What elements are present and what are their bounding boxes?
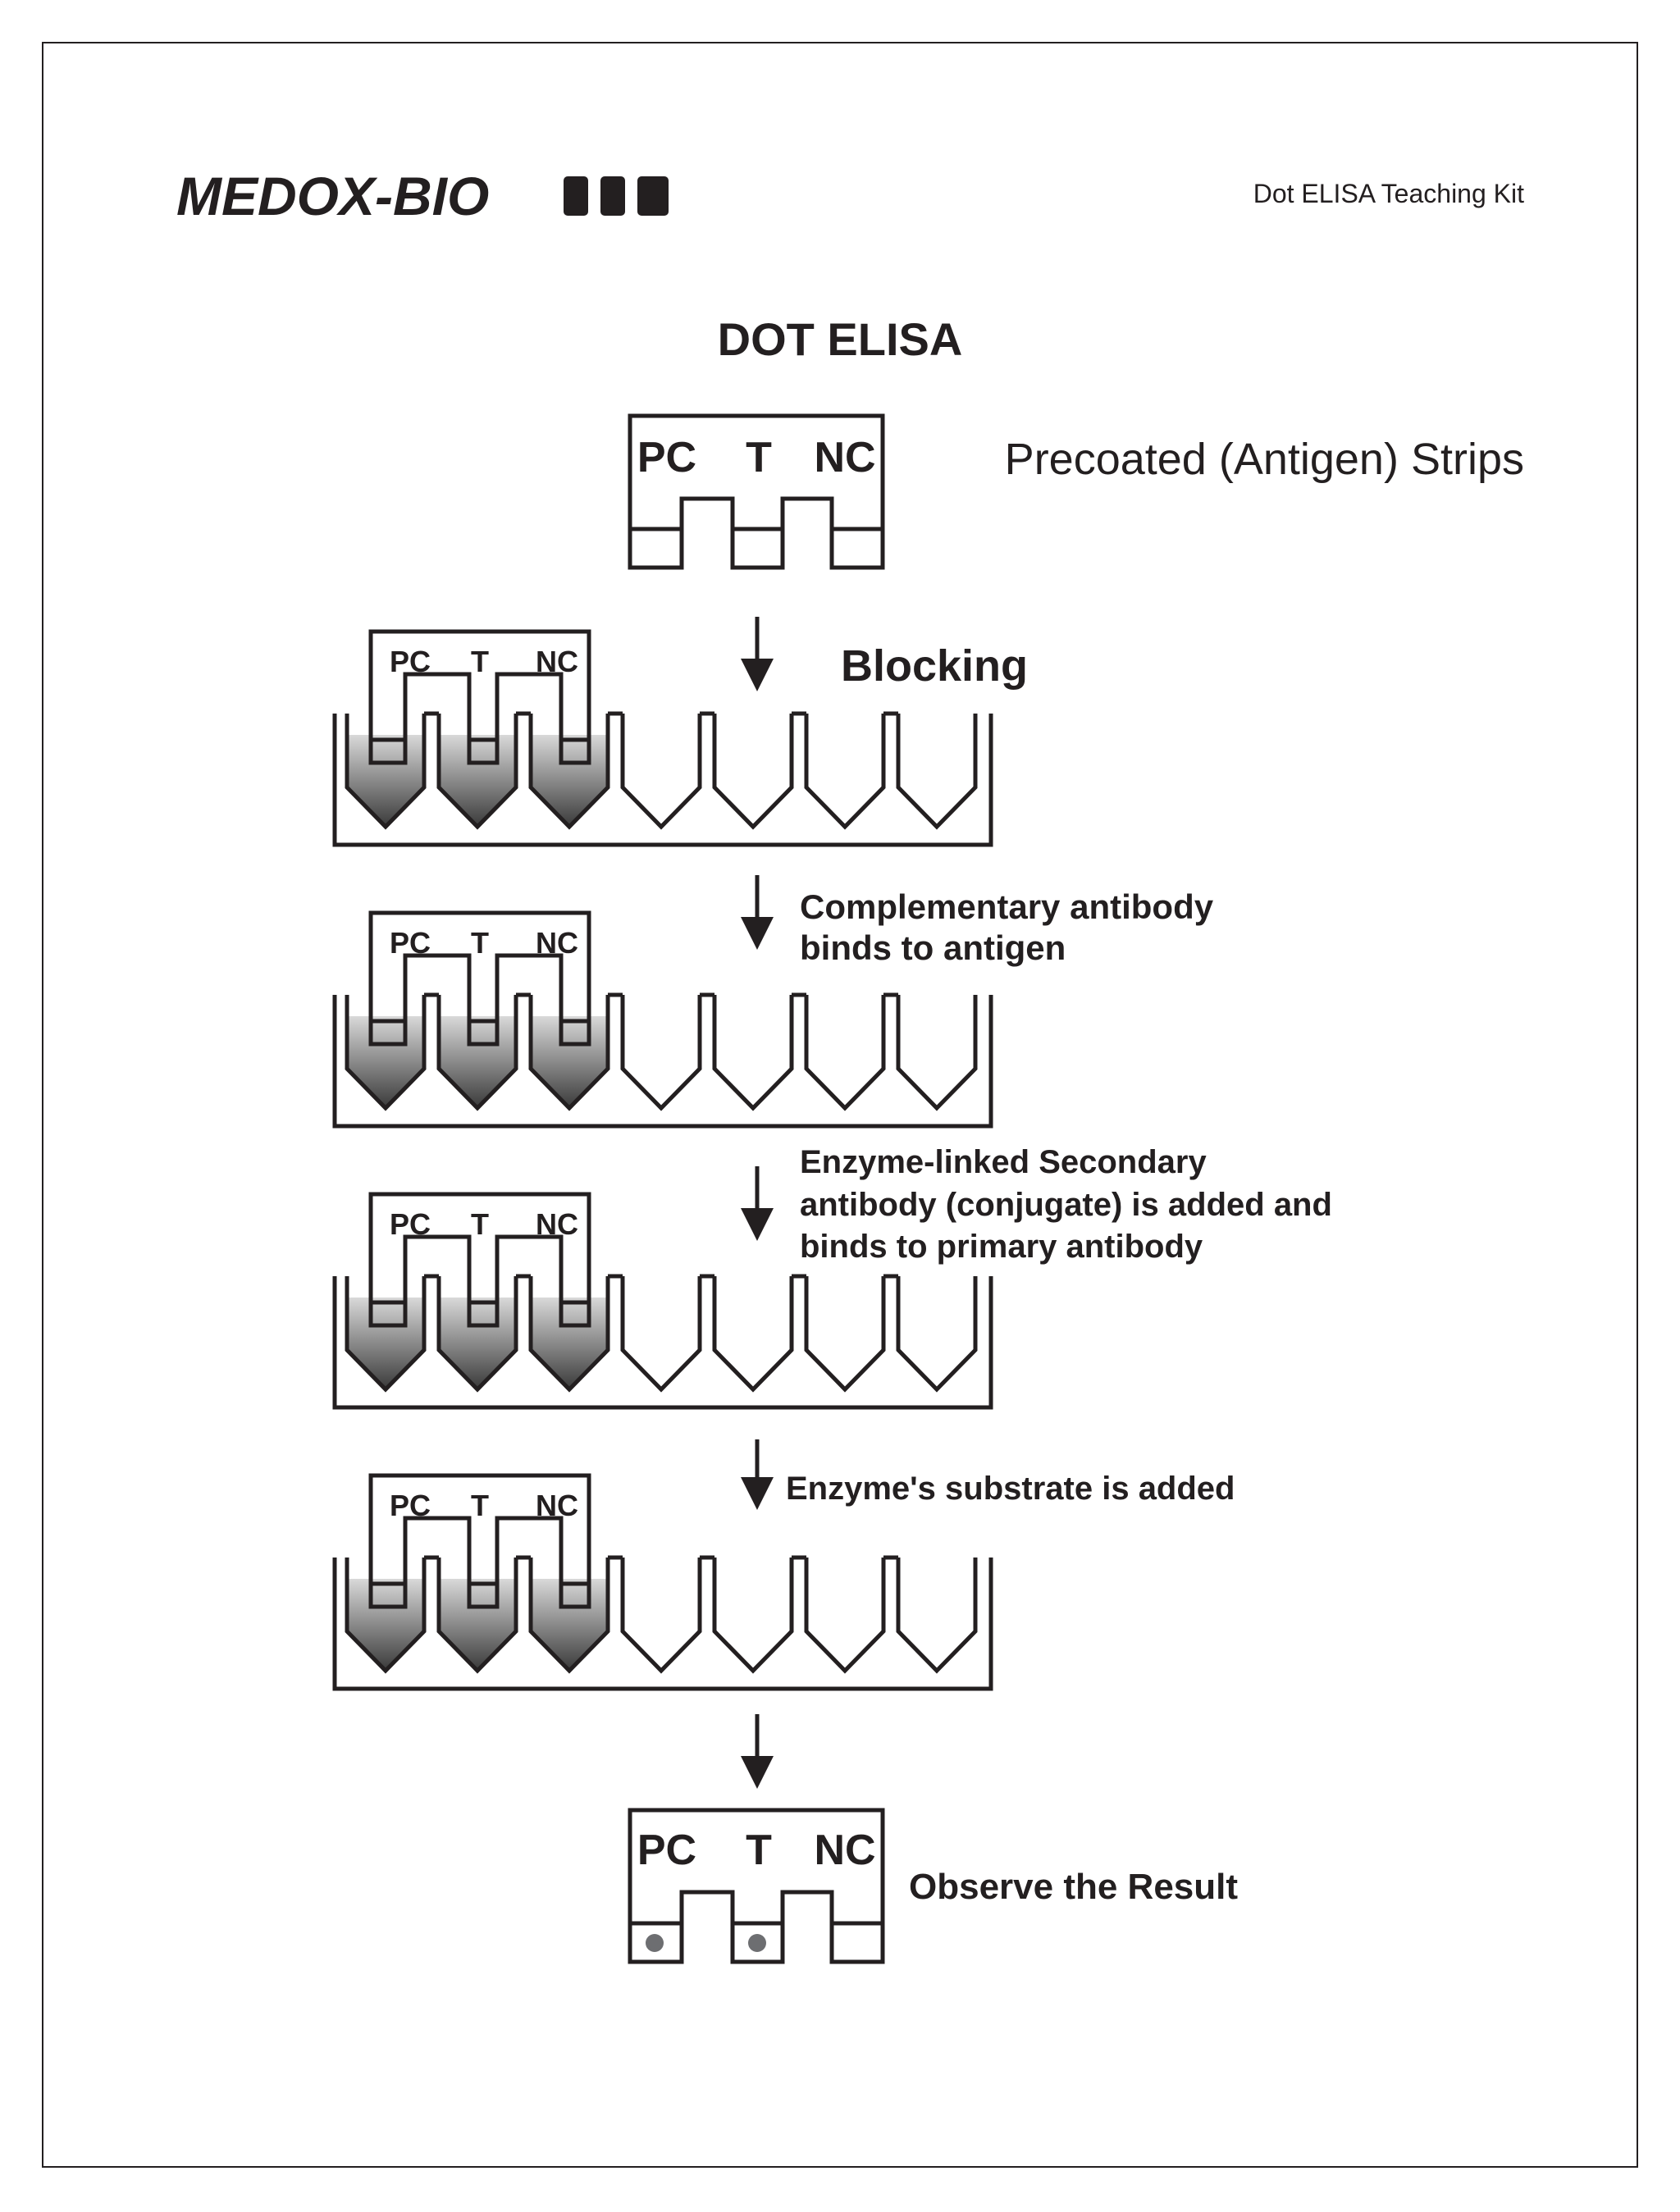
well <box>345 714 427 830</box>
plate-label-pc: PC <box>390 926 431 960</box>
step-caption-primary-antibody: Complementary antibody binds to antigen <box>800 887 1214 967</box>
kit-name: Dot ELISA Teaching Kit <box>1253 179 1524 208</box>
svg-text:binds to antigen: binds to antigen <box>800 928 1066 967</box>
filled-well <box>439 1016 516 1108</box>
well <box>804 1558 886 1674</box>
result-label-nc: NC <box>814 1827 875 1874</box>
filled-well <box>347 1298 424 1389</box>
filled-well <box>531 1298 608 1389</box>
result-label-t: T <box>746 1827 772 1874</box>
filled-well <box>347 1016 424 1108</box>
filled-well <box>531 735 608 827</box>
well <box>436 714 518 830</box>
arrow-icon <box>741 617 774 691</box>
plate-label-nc: NC <box>536 926 578 960</box>
well <box>896 995 978 1111</box>
well <box>528 1558 610 1674</box>
well <box>436 1558 518 1674</box>
result-caption: Observe the Result <box>909 1867 1238 1907</box>
well <box>528 1276 610 1393</box>
svg-text:Enzyme-linked Secondary: Enzyme-linked Secondary <box>800 1144 1207 1180</box>
well <box>712 1558 794 1674</box>
filled-well <box>439 1298 516 1389</box>
well <box>620 1558 702 1674</box>
strip-label-t: T <box>746 434 772 481</box>
arrow-icon <box>741 875 774 950</box>
plate-frame <box>332 714 993 847</box>
plate-label-pc: PC <box>390 645 431 678</box>
plate-frame <box>332 1558 993 1691</box>
well <box>896 1276 978 1393</box>
precoated-strip: PC T NC <box>628 413 885 570</box>
well <box>804 1276 886 1393</box>
filled-well <box>531 1016 608 1108</box>
arrow-icon <box>741 1714 774 1789</box>
strip-holder <box>368 1192 591 1328</box>
plate-label-nc: NC <box>536 1489 578 1522</box>
well <box>345 1276 427 1393</box>
well <box>804 714 886 830</box>
strip-label-nc: NC <box>814 434 875 481</box>
well <box>896 714 978 830</box>
strip-holder <box>368 910 591 1047</box>
well <box>345 995 427 1111</box>
svg-text:Complementary antibody: Complementary antibody <box>800 887 1214 926</box>
plate-label-t: T <box>471 1207 489 1241</box>
arrow-icon <box>741 1166 774 1241</box>
well <box>712 1276 794 1393</box>
microplate-step-3: PC T NC <box>332 1192 993 1410</box>
page-border <box>42 42 1638 2168</box>
result-label-pc: PC <box>637 1827 696 1874</box>
well <box>345 1558 427 1674</box>
svg-text:antibody (conjugate) is added: antibody (conjugate) is added and <box>800 1187 1332 1223</box>
well <box>620 995 702 1111</box>
well <box>436 1276 518 1393</box>
plate-label-t: T <box>471 645 489 678</box>
plate-label-nc: NC <box>536 645 578 678</box>
plate-label-nc: NC <box>536 1207 578 1241</box>
strip-holder <box>368 629 591 765</box>
result-dot-pc <box>646 1934 664 1952</box>
plate-frame <box>332 995 993 1129</box>
microplate-step-4: PC T NC <box>332 1473 993 1691</box>
plate-label-t: T <box>471 926 489 960</box>
arrow-icon <box>741 1439 774 1510</box>
logo-text: MEDOX-BIO <box>176 166 489 226</box>
well <box>804 995 886 1111</box>
svg-text:binds to primary antibody: binds to primary antibody <box>800 1229 1203 1265</box>
plate-label-pc: PC <box>390 1489 431 1522</box>
precoated-caption: Precoated (Antigen) Strips <box>1005 435 1524 484</box>
filled-well <box>347 735 424 827</box>
result-dot-t <box>748 1934 766 1952</box>
filled-well <box>439 735 516 827</box>
plate-frame <box>332 1276 993 1410</box>
step-caption-blocking: Blocking <box>841 641 1028 691</box>
well <box>896 1558 978 1674</box>
well <box>620 1276 702 1393</box>
plate-label-pc: PC <box>390 1207 431 1241</box>
filled-well <box>347 1579 424 1671</box>
diagram-title: DOT ELISA <box>718 313 963 365</box>
well <box>528 714 610 830</box>
medox-bio-logo: MEDOX-BIO <box>176 166 669 226</box>
filled-well <box>439 1579 516 1671</box>
result-strip: PC T NC <box>628 1808 885 1964</box>
well <box>712 714 794 830</box>
microplate-step-1: PC T NC <box>332 629 993 847</box>
well <box>620 714 702 830</box>
well <box>528 995 610 1111</box>
strip-holder <box>368 1473 591 1609</box>
step-caption-substrate: Enzyme's substrate is added <box>786 1471 1235 1507</box>
microplate-step-2: PC T NC <box>332 910 993 1129</box>
step-caption-secondary-antibody: Enzyme-linked Secondary antibody (conjug… <box>800 1144 1332 1265</box>
strip-label-pc: PC <box>637 434 696 481</box>
plate-label-t: T <box>471 1489 489 1522</box>
well <box>436 995 518 1111</box>
well <box>712 995 794 1111</box>
filled-well <box>531 1579 608 1671</box>
